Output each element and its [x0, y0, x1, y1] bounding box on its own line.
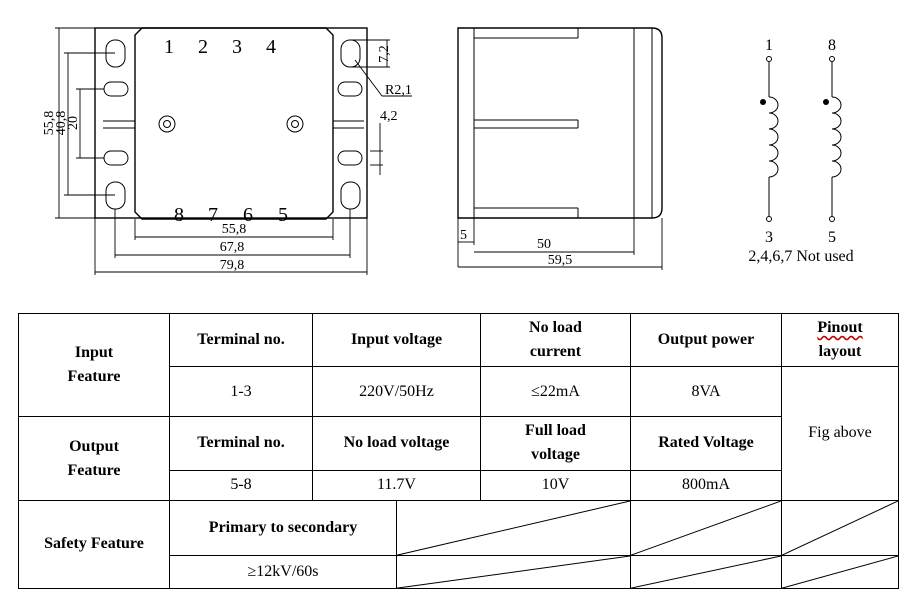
empty-slashed-cell: [781, 499, 899, 556]
pin-label-1: 1: [164, 36, 174, 58]
right-lower-slot: [337, 150, 363, 166]
output-power-header: Output power: [630, 312, 782, 368]
output-power-value: 8VA: [630, 366, 782, 418]
left-upper-slot: [103, 81, 129, 97]
mounting-plate-outline: [94, 27, 368, 219]
left-mounting-hole: [158, 115, 176, 133]
no-load-current-value: ≤22mA: [480, 366, 631, 418]
dim-width-outer: 79,8: [220, 258, 245, 273]
front-view: 1 2 3 4 8 7 6 5 55,8 40,8 20 7,2 R2,1 4,…: [42, 27, 412, 275]
dim-slot-width: 4,2: [380, 109, 398, 124]
safety-feature-label: Safety Feature: [18, 499, 170, 590]
schematic-pin-3: 3: [765, 229, 773, 246]
pinout-layout-value: Fig above: [781, 366, 899, 501]
right-mounting-hole: [286, 115, 304, 133]
empty-slashed-cell: [396, 554, 631, 590]
safety-header-row: Safety Feature Primary to secondary: [18, 499, 899, 590]
winding-schematic: 1 8 3 5 2,4,6,7 Not used: [748, 37, 853, 265]
schematic-note: 2,4,6,7 Not used: [748, 248, 853, 265]
bobbin-body-outline: [134, 27, 334, 220]
dim-width-inner: 55,8: [222, 222, 247, 237]
dim-height-inner: 20: [66, 116, 81, 130]
input-value-row: 1-3 220V/50Hz ≤22mA 8VA Fig above: [19, 366, 899, 501]
dim-radius: R2,1: [385, 83, 412, 98]
empty-slashed-cell: [630, 499, 782, 556]
primary-to-secondary-header: Primary to secondary: [169, 499, 397, 556]
dim-height-mid: 40,8: [54, 111, 69, 136]
input-voltage-header: Input voltage: [312, 312, 481, 368]
right-bottom-slot: [340, 181, 361, 210]
pin-label-2: 2: [198, 36, 208, 58]
left-top-slot: [105, 39, 126, 68]
pin-label-5: 5: [278, 204, 288, 226]
secondary-polarity-dot: [823, 99, 829, 105]
input-voltage-value: 220V/50Hz: [312, 366, 481, 418]
rated-voltage-header: Rated Voltage: [630, 416, 782, 471]
right-upper-slot: [337, 81, 363, 97]
output-value-row: 5-8 11.7V 10V 800mA: [19, 469, 899, 501]
safety-value-row: ≥12kV/60s: [19, 554, 899, 590]
pin-label-3: 3: [232, 36, 242, 58]
schematic-pin-8: 8: [828, 37, 836, 54]
empty-slashed-cell: [630, 554, 782, 590]
empty-slashed-cell: [396, 499, 631, 556]
schematic-pin-5: 5: [828, 229, 836, 246]
schematic-pin-1: 1: [765, 37, 773, 54]
no-load-voltage-value: 11.7V: [312, 469, 481, 501]
left-bottom-slot: [105, 181, 126, 210]
primary-polarity-dot: [760, 99, 766, 105]
pin-label-4: 4: [266, 36, 276, 58]
pin-label-8: 8: [174, 204, 184, 226]
input-terminal-header: Terminal no.: [169, 312, 313, 368]
output-terminal-header: Terminal no.: [169, 416, 313, 471]
rated-voltage-value: 800mA: [630, 469, 782, 501]
dim-side-total: 59,5: [548, 253, 573, 268]
pin-label-6: 6: [243, 204, 253, 226]
secondary-coil: [831, 96, 842, 178]
left-lower-slot: [103, 150, 129, 166]
no-load-voltage-header: No load voltage: [312, 416, 481, 471]
dim-width-mid: 67,8: [220, 240, 245, 255]
side-view: 5 50 59,5: [457, 27, 663, 270]
pin-label-7: 7: [208, 204, 218, 226]
full-load-voltage-value: 10V: [480, 469, 631, 501]
dim-slot: 7,2: [377, 45, 392, 63]
dim-height-outer: 55,8: [42, 111, 57, 136]
empty-slashed-cell: [781, 554, 899, 590]
output-terminal-value: 5-8: [169, 469, 313, 501]
dim-side-body: 50: [537, 237, 551, 252]
input-terminal-value: 1-3: [169, 366, 313, 418]
side-view-outline: [457, 27, 663, 219]
mechanical-drawing: 1 2 3 4 8 7 6 5 55,8 40,8 20 7,2 R2,1 4,…: [42, 27, 854, 275]
dim-side-small: 5: [460, 228, 467, 243]
primary-coil: [768, 96, 779, 178]
primary-to-secondary-value: ≥12kV/60s: [169, 554, 397, 590]
